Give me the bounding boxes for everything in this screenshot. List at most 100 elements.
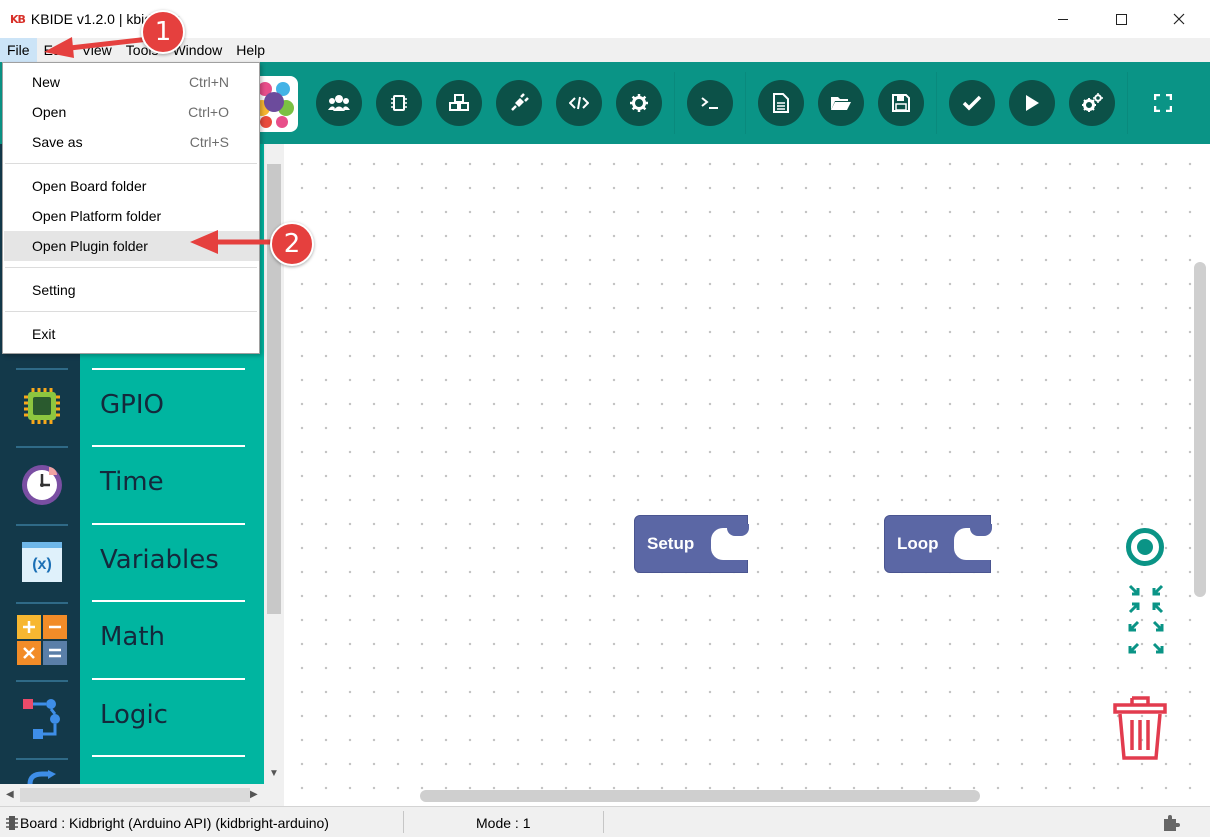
- status-bar: Board : Kidbright (Arduino API) (kidbrig…: [0, 806, 1210, 837]
- gpio-category-icon[interactable]: [16, 380, 68, 432]
- flowchart-icon: [23, 699, 60, 739]
- icon-separator: [16, 368, 68, 370]
- variables-category-icon[interactable]: (x): [16, 536, 68, 588]
- status-separator: [603, 811, 604, 833]
- folder-open-icon: [831, 97, 851, 110]
- setup-block[interactable]: Setup: [634, 515, 749, 573]
- menu-item-open-board-folder[interactable]: Open Board folder: [4, 171, 259, 201]
- logo-dot: [276, 82, 290, 96]
- category-math[interactable]: Math: [92, 600, 245, 676]
- loops-category-icon[interactable]: [16, 770, 68, 784]
- save-icon: [892, 94, 910, 112]
- terminal-icon: [701, 97, 718, 109]
- fullscreen-icon: [1154, 94, 1172, 112]
- math-category-icon[interactable]: [16, 614, 68, 666]
- zoom-reset-icon[interactable]: [1126, 528, 1164, 566]
- toolbar-separator: [674, 72, 675, 134]
- scroll-down-arrow-icon[interactable]: ▼: [269, 768, 279, 779]
- menu-item-shortcut: Ctrl+O: [188, 104, 229, 120]
- scrollbar-thumb[interactable]: [20, 788, 250, 802]
- annotation-badge-2: 2: [270, 222, 314, 266]
- scrollbar-thumb[interactable]: [267, 164, 281, 614]
- menu-item-shortcut: Ctrl+N: [188, 74, 229, 90]
- toolbar-settings-button[interactable]: [616, 80, 662, 126]
- scroll-left-arrow-icon[interactable]: ◀: [6, 789, 14, 800]
- zoom-controls-icon[interactable]: [1124, 582, 1168, 662]
- icon-separator: [16, 758, 68, 760]
- close-icon: [1173, 13, 1185, 25]
- category-logic[interactable]: Logic: [92, 678, 245, 754]
- play-icon: [1026, 95, 1039, 111]
- toolbar-board-button[interactable]: [376, 80, 422, 126]
- logo-dot: [276, 116, 288, 128]
- maximize-button[interactable]: [1092, 0, 1150, 38]
- maximize-icon: [1115, 13, 1127, 25]
- menu-help[interactable]: Help: [236, 42, 266, 58]
- category-horizontal-scrollbar[interactable]: ◀ ▶: [0, 784, 284, 806]
- clock-icon: [22, 465, 62, 505]
- menu-item-label: New: [32, 74, 61, 90]
- menu-item-label: Open: [32, 104, 67, 120]
- toolbar-users-button[interactable]: [316, 80, 362, 126]
- menu-separator: [5, 311, 257, 312]
- gear-icon: [630, 94, 648, 112]
- toolbar-port-button[interactable]: [496, 80, 542, 126]
- icon-separator: [16, 602, 68, 604]
- toolbar-separator: [936, 72, 937, 134]
- toolbar-plugins-button[interactable]: [436, 80, 482, 126]
- icon-separator: [16, 524, 68, 526]
- file-menu-dropdown: New Ctrl+N Open Ctrl+O Save as Ctrl+S Op…: [2, 62, 260, 354]
- annotation-badge-1: 1: [141, 10, 185, 54]
- category-label: Variables: [100, 545, 219, 575]
- block-label: Loop: [897, 534, 939, 553]
- users-icon: [328, 95, 350, 111]
- toolbar-save-button[interactable]: [878, 80, 924, 126]
- minimize-button[interactable]: [1034, 0, 1092, 38]
- category-time[interactable]: Time: [92, 445, 245, 521]
- workspace-vertical-scrollbar[interactable]: [1194, 262, 1206, 597]
- menu-item-label: Open Plugin folder: [32, 238, 148, 254]
- time-category-icon[interactable]: [16, 458, 68, 510]
- toolbar-compile-button[interactable]: [949, 80, 995, 126]
- toolbar-code-button[interactable]: [556, 80, 602, 126]
- category-gpio[interactable]: GPIO: [92, 368, 245, 444]
- close-button[interactable]: [1150, 0, 1208, 38]
- cogs-icon: [1082, 93, 1103, 112]
- menu-item-setting[interactable]: Setting: [4, 275, 259, 305]
- new-file-icon: [773, 93, 789, 113]
- code-icon: [569, 96, 589, 110]
- menu-item-label: Open Platform folder: [32, 208, 162, 224]
- logic-category-icon[interactable]: [16, 692, 68, 744]
- menu-bar: File Edit View Tools Window Help: [0, 38, 1210, 62]
- trash-icon[interactable]: [1112, 692, 1168, 762]
- toolbar-serial-monitor-button[interactable]: [687, 80, 733, 126]
- menu-item-open[interactable]: Open Ctrl+O: [4, 97, 259, 127]
- blockly-workspace[interactable]: Setup Loop: [284, 144, 1210, 806]
- check-icon: [962, 95, 982, 111]
- menu-file[interactable]: File: [0, 38, 37, 62]
- category-label: Logic: [100, 700, 168, 730]
- menu-item-label: Setting: [32, 282, 76, 298]
- block-statement-slot: [711, 524, 749, 560]
- menu-item-exit[interactable]: Exit: [4, 319, 259, 349]
- menu-item-save-as[interactable]: Save as Ctrl+S: [4, 127, 259, 157]
- toolbar-fullscreen-button[interactable]: [1140, 80, 1186, 126]
- category-vertical-scrollbar[interactable]: ▼: [264, 144, 284, 784]
- menu-item-open-platform-folder[interactable]: Open Platform folder: [4, 201, 259, 231]
- toolbar-upload-button[interactable]: [1009, 80, 1055, 126]
- app-logo: KB: [10, 12, 26, 26]
- toolbar-new-button[interactable]: [758, 80, 804, 126]
- board-chip-icon: [6, 816, 18, 830]
- category-loops[interactable]: [92, 755, 245, 784]
- plugin-puzzle-icon[interactable]: [1162, 815, 1180, 831]
- scroll-right-arrow-icon[interactable]: ▶: [250, 789, 258, 800]
- category-variables[interactable]: Variables: [92, 523, 245, 599]
- menu-window[interactable]: Window: [172, 42, 223, 58]
- workspace-horizontal-scrollbar[interactable]: [420, 790, 980, 802]
- toolbar-separator: [745, 72, 746, 134]
- menu-item-new[interactable]: New Ctrl+N: [4, 67, 259, 97]
- toolbar-board-settings-button[interactable]: [1069, 80, 1115, 126]
- category-label: Math: [100, 622, 166, 652]
- loop-block[interactable]: Loop: [884, 515, 992, 573]
- toolbar-open-button[interactable]: [818, 80, 864, 126]
